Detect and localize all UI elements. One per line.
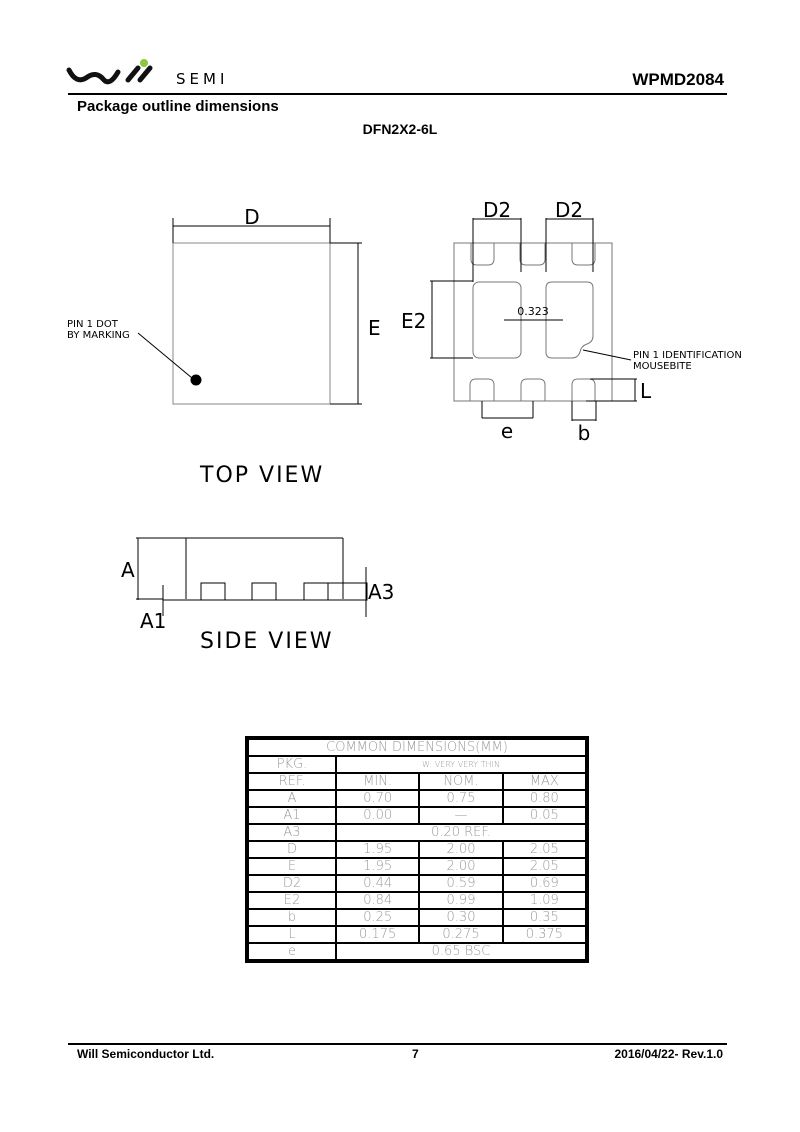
- cell: 2.05: [502, 858, 586, 875]
- header-divider: [68, 93, 727, 95]
- pkg-value: W: VERY VERY THIN: [336, 756, 586, 773]
- cell: A3: [248, 824, 336, 841]
- side-view: [136, 537, 368, 617]
- dim-d2-right-label: D2: [555, 198, 583, 222]
- section-title: Package outline dimensions: [77, 98, 279, 115]
- page-number: 7: [412, 1047, 419, 1061]
- dim-a-label: A: [121, 558, 135, 582]
- dim-e-label: E: [368, 316, 381, 340]
- dim-e2-label: E2: [401, 309, 426, 333]
- cell: 2.05: [502, 841, 586, 858]
- pkg-label: PKG.: [248, 756, 336, 773]
- footer-company: Will Semiconductor Ltd.: [77, 1047, 215, 1061]
- cell: 1.95: [336, 858, 420, 875]
- mousebite-label-1: PIN 1 IDENTIFICATION: [633, 350, 742, 361]
- table-pkg-row: PKG.W: VERY VERY THIN: [248, 756, 586, 773]
- cell: 0.275: [419, 926, 503, 943]
- cell: —: [419, 807, 503, 824]
- top-view-label: TOP VIEW: [199, 463, 324, 488]
- cell: 0.375: [502, 926, 586, 943]
- table-title: COMMON DIMENSIONS(MM): [248, 739, 586, 756]
- cell: 1.09: [502, 892, 586, 909]
- logo-semi-text: SEMI: [176, 70, 229, 88]
- pin1-dot-label-1: PIN 1 DOT: [67, 319, 119, 330]
- logo-dot: [140, 59, 148, 67]
- cell: 0.05: [502, 807, 586, 824]
- cell: E: [248, 858, 336, 875]
- pin1-dot: [190, 374, 202, 386]
- cell: L: [248, 926, 336, 943]
- dim-d2-left-label: D2: [483, 198, 511, 222]
- cell: E2: [248, 892, 336, 909]
- bottom-view: [453, 242, 613, 402]
- cell: 2.00: [419, 841, 503, 858]
- cell: 0.75: [419, 790, 503, 807]
- pin1-dot-label-2: BY MARKING: [67, 330, 130, 341]
- top-view: [137, 218, 362, 405]
- will-semi-logo: [66, 59, 153, 85]
- cell: 0.175: [336, 926, 420, 943]
- cell: 0.70: [336, 790, 420, 807]
- mousebite-label-2: MOUSEBITE: [633, 361, 692, 372]
- column-header: MAX: [502, 773, 586, 790]
- table-header-row: REF. MIN. NOM. MAX: [248, 773, 586, 790]
- dim-e-pitch-label: e: [501, 419, 513, 443]
- cell: D: [248, 841, 336, 858]
- table-title-row: COMMON DIMENSIONS(MM): [248, 739, 586, 756]
- part-number: WPMD2084: [632, 70, 724, 89]
- cell: 0.59: [419, 875, 503, 892]
- package-name: DFN2X2-6L: [362, 121, 438, 137]
- dim-l-label: L: [640, 379, 652, 403]
- column-header: NOM.: [419, 773, 503, 790]
- cell: 0.00: [336, 807, 420, 824]
- cell: 0.80: [502, 790, 586, 807]
- cell: A: [248, 790, 336, 807]
- dim-a1-label: A1: [140, 609, 166, 633]
- cell: 0.25: [336, 909, 420, 926]
- dim-a3-label: A3: [368, 580, 394, 604]
- cell: D2: [248, 875, 336, 892]
- dim-d-label: D: [244, 205, 259, 229]
- cell: 0.65 BSC: [336, 943, 586, 960]
- cell: b: [248, 909, 336, 926]
- cell: e: [248, 943, 336, 960]
- cell: 2.00: [419, 858, 503, 875]
- cell: 0.84: [336, 892, 420, 909]
- dim-gap-label: 0.323: [517, 305, 549, 318]
- cell: 1.95: [336, 841, 420, 858]
- cell: 0.99: [419, 892, 503, 909]
- cell: 0.30: [419, 909, 503, 926]
- cell: 0.35: [502, 909, 586, 926]
- cell: 0.69: [502, 875, 586, 892]
- column-header: REF.: [248, 773, 336, 790]
- cell: 0.20 REF.: [336, 824, 586, 841]
- common-dimensions-table: COMMON DIMENSIONS(MM) PKG.W: VERY VERY T…: [245, 736, 589, 963]
- dim-b-label: b: [578, 421, 591, 445]
- side-view-label: SIDE VIEW: [200, 629, 333, 654]
- cell: 0.44: [336, 875, 420, 892]
- column-header: MIN.: [336, 773, 420, 790]
- footer-divider: [68, 1043, 727, 1045]
- footer-revision: 2016/04/22- Rev.1.0: [614, 1047, 723, 1061]
- cell: A1: [248, 807, 336, 824]
